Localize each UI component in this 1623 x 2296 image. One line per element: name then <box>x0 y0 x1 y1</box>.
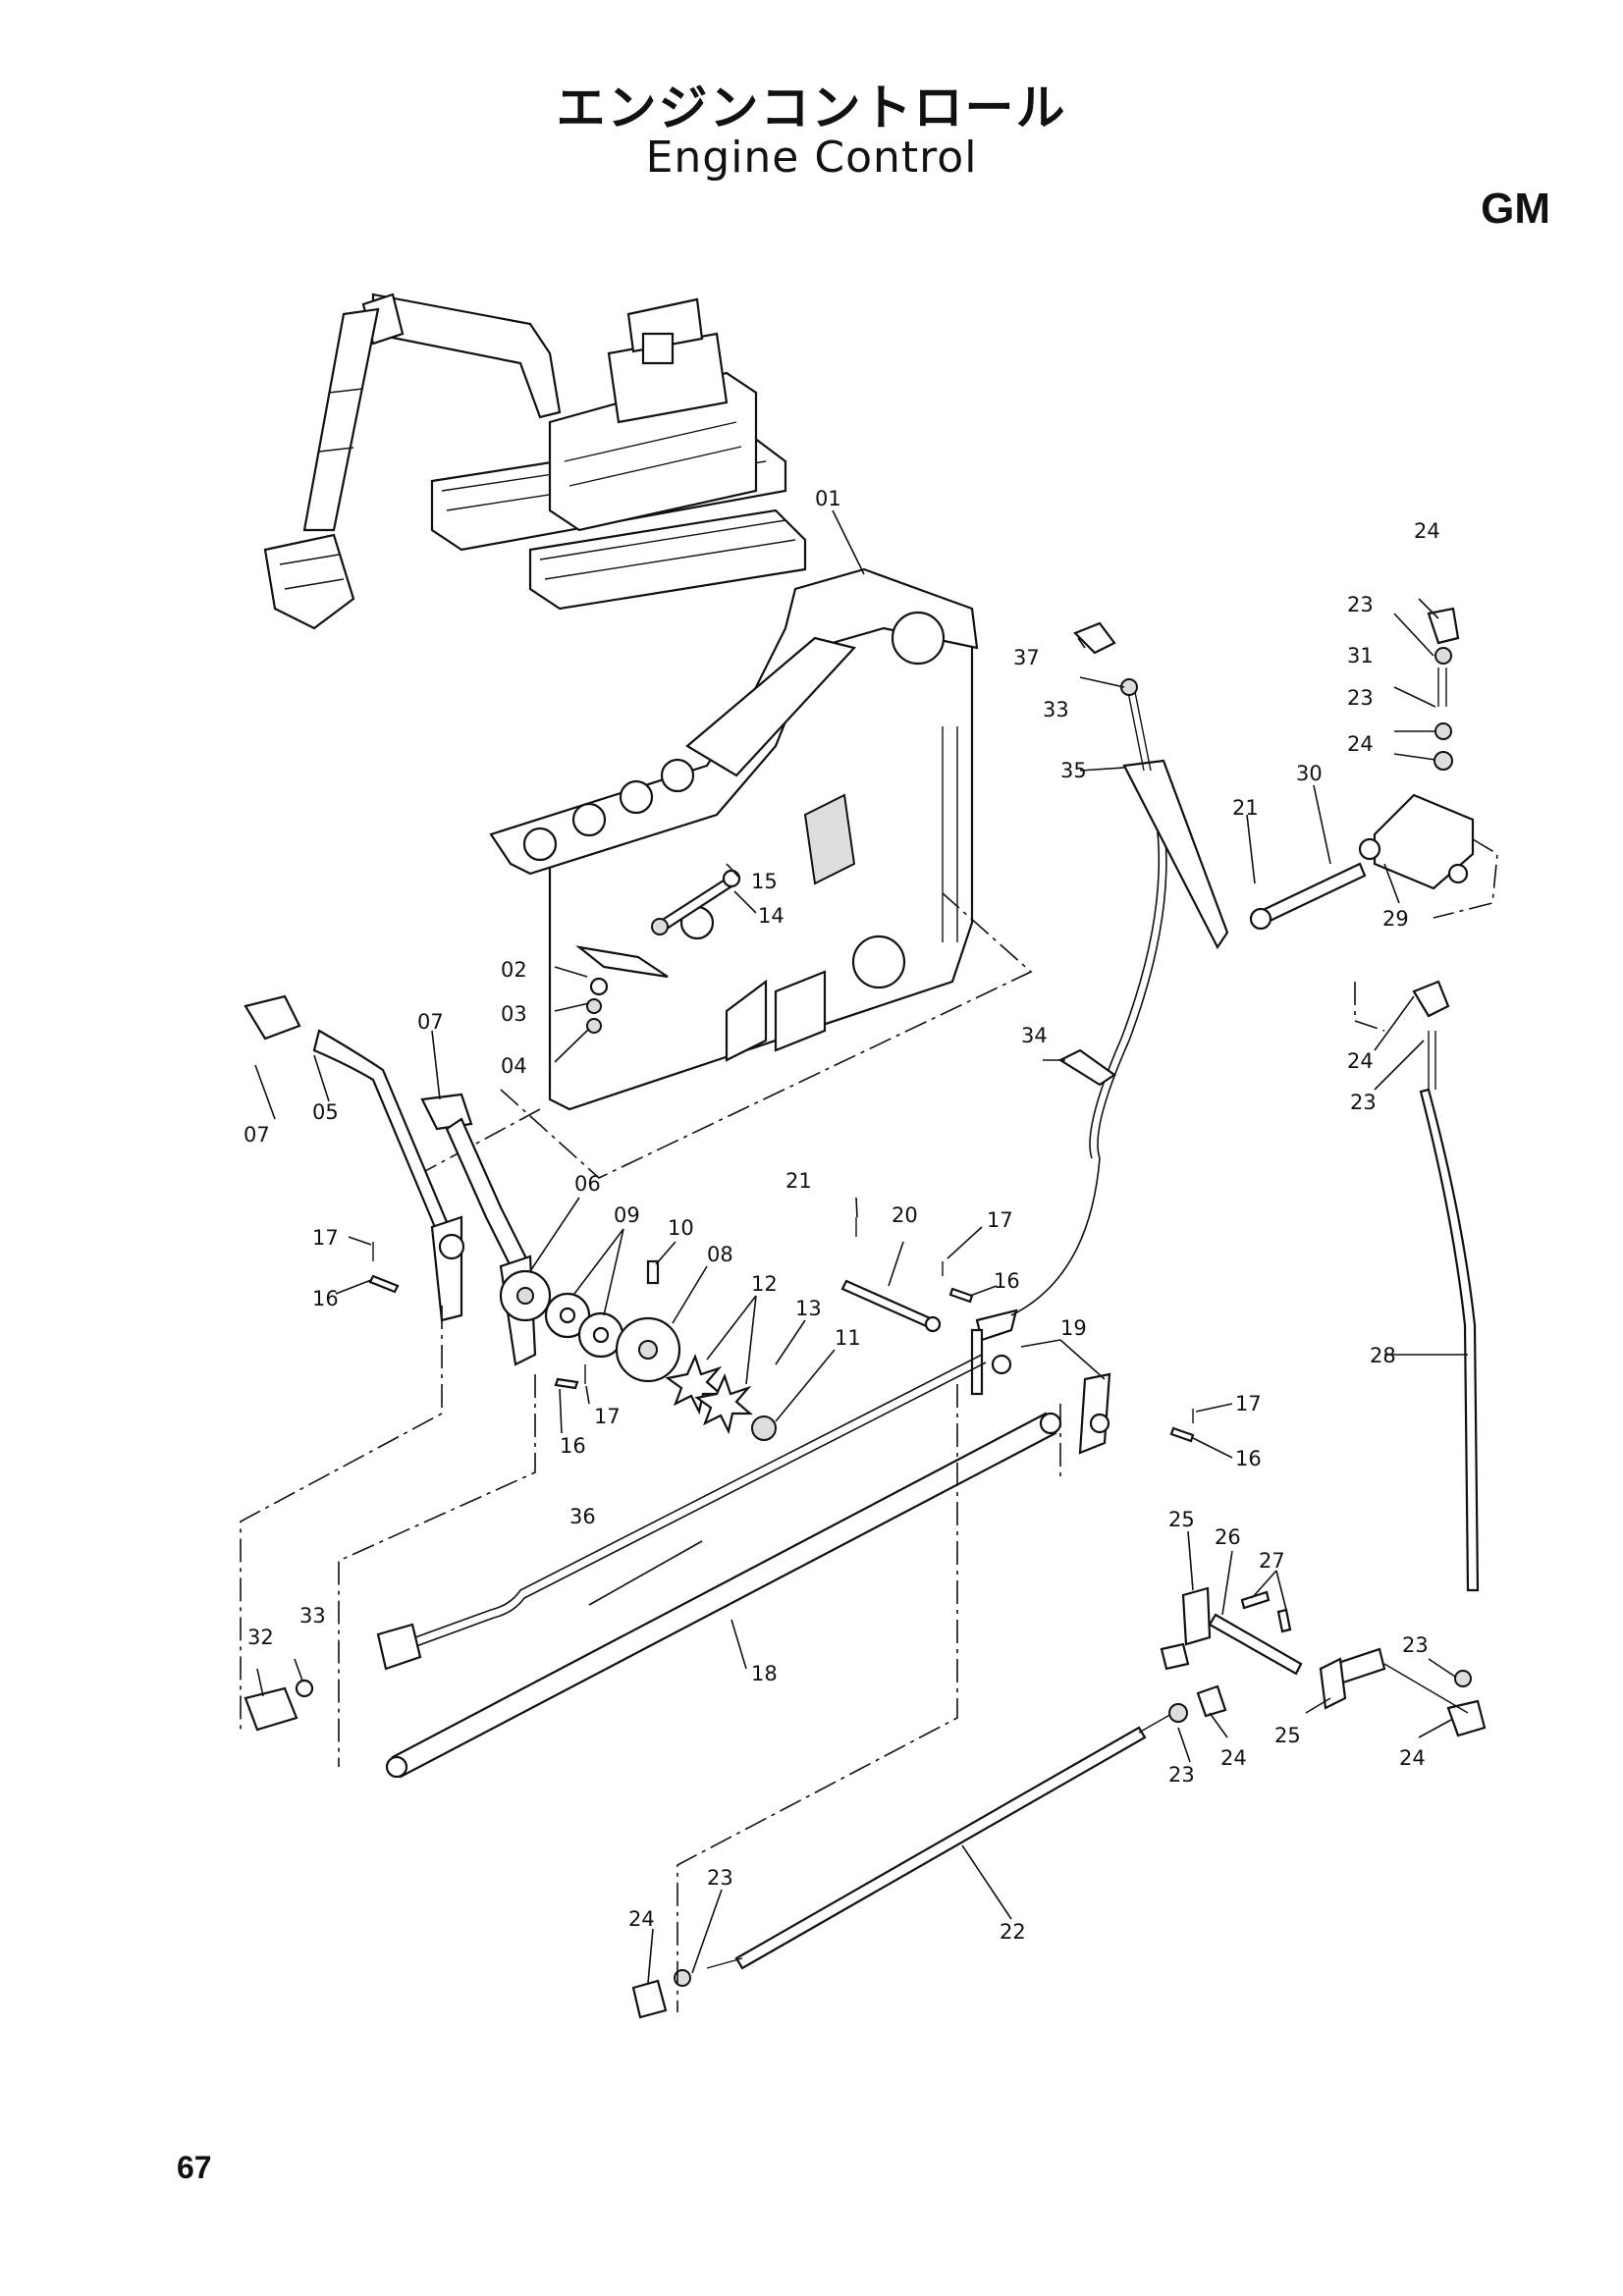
callout-17-right: 17 <box>1235 1392 1262 1415</box>
callout-24-d: 24 <box>1399 1746 1426 1770</box>
callout-15: 15 <box>751 870 778 893</box>
callout-21-mid: 21 <box>785 1169 812 1193</box>
page-title-japanese: エンジンコントロール <box>556 80 1067 136</box>
callout-23-a: 23 <box>1347 593 1374 616</box>
callout-18: 18 <box>751 1662 778 1685</box>
callout-22: 22 <box>1000 1920 1026 1944</box>
callout-24-f: 24 <box>628 1907 655 1931</box>
callout-24-b: 24 <box>1347 732 1374 756</box>
callout-11: 11 <box>835 1326 861 1350</box>
callout-10: 10 <box>668 1216 694 1240</box>
callout-17-lever: 17 <box>312 1226 339 1250</box>
callout-19: 19 <box>1060 1316 1087 1340</box>
callout-24-c: 24 <box>1347 1049 1374 1073</box>
callout-07-right: 07 <box>417 1010 444 1034</box>
callout-28: 28 <box>1370 1344 1396 1367</box>
callout-03: 03 <box>501 1002 527 1026</box>
callout-04: 04 <box>501 1054 527 1078</box>
callout-25-bottom: 25 <box>1274 1724 1301 1747</box>
callout-16-right: 16 <box>1235 1447 1262 1470</box>
callout-09: 09 <box>614 1203 640 1227</box>
callout-01: 01 <box>815 487 841 510</box>
callout-26: 26 <box>1215 1525 1241 1549</box>
callout-17-lower: 17 <box>594 1405 621 1428</box>
callout-23-b: 23 <box>1347 686 1374 710</box>
callout-36: 36 <box>569 1505 596 1528</box>
callout-29: 29 <box>1382 907 1409 931</box>
lever-assembly <box>243 994 537 1366</box>
callout-12: 12 <box>751 1272 778 1296</box>
callout-33-top: 33 <box>1043 698 1069 721</box>
callout-16-lever: 16 <box>312 1287 339 1310</box>
callout-02: 02 <box>501 958 527 982</box>
callout-30: 30 <box>1296 762 1323 785</box>
callout-24-a: 24 <box>1414 519 1440 543</box>
leader-lines <box>254 509 1468 1984</box>
callout-27: 27 <box>1259 1549 1285 1573</box>
callout-25-top: 25 <box>1168 1508 1195 1531</box>
excavator-illustration <box>263 293 807 630</box>
callout-34: 34 <box>1021 1024 1048 1047</box>
callout-23-f: 23 <box>707 1866 733 1890</box>
callout-16-mid: 16 <box>994 1269 1020 1293</box>
callout-16-lower: 16 <box>560 1434 586 1458</box>
section-code: GM <box>1481 185 1550 233</box>
callout-06: 06 <box>574 1172 601 1196</box>
page-number: 67 <box>177 2150 212 2185</box>
callout-23-d: 23 <box>1402 1633 1429 1657</box>
callout-31: 31 <box>1347 644 1374 667</box>
callout-35: 35 <box>1060 759 1087 782</box>
page-title-english: Engine Control <box>645 133 978 183</box>
callout-labels: 01 02 03 04 05 06 07 07 08 09 10 11 12 1… <box>243 487 1440 1944</box>
console-box <box>489 567 979 1111</box>
callout-32: 32 <box>247 1626 274 1649</box>
callout-37: 37 <box>1013 646 1040 669</box>
callout-17-mid: 17 <box>987 1208 1013 1232</box>
callout-13: 13 <box>795 1297 822 1320</box>
callout-14: 14 <box>758 904 784 928</box>
callout-23-c: 23 <box>1350 1091 1377 1114</box>
callout-05: 05 <box>312 1100 339 1124</box>
callout-33-left: 33 <box>299 1604 326 1628</box>
callout-24-e: 24 <box>1220 1746 1247 1770</box>
callout-20: 20 <box>892 1203 918 1227</box>
callout-08: 08 <box>707 1243 733 1266</box>
callout-07-left: 07 <box>243 1123 270 1147</box>
callout-23-e: 23 <box>1168 1763 1195 1787</box>
callout-21-top: 21 <box>1232 796 1259 820</box>
